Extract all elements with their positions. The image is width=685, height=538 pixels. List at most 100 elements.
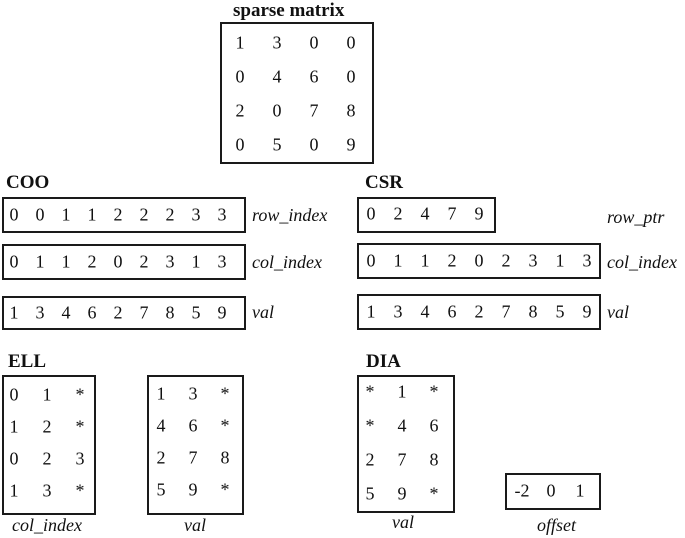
coo-row-index-label: row_index	[252, 205, 328, 225]
dia-val-label: val	[392, 512, 414, 532]
sparse-matrix-cell: 0	[346, 66, 356, 87]
csr-col-index-cell: 2	[447, 250, 457, 271]
coo-row-index-cell: 3	[217, 204, 227, 225]
sparse-matrix-cell: 0	[309, 32, 319, 53]
ell-val-cell: 7	[188, 447, 198, 468]
sparse-matrix-cell: 5	[272, 134, 282, 155]
coo-row-index-cell: 1	[61, 204, 71, 225]
csr-col-index-cell: 1	[393, 250, 403, 271]
csr-col-index-cell: 1	[555, 250, 565, 271]
csr-col-index-cell: 3	[528, 250, 538, 271]
dia-offset-label: offset	[537, 515, 576, 535]
coo-row-index-cell: 1	[87, 204, 97, 225]
sparse-matrix-cell: 0	[272, 100, 282, 121]
dia-val-cell: 9	[397, 483, 407, 504]
csr-col-index-cell: 3	[582, 250, 592, 271]
coo-row-index-cell: 2	[139, 204, 149, 225]
ell-col-index-cell: 2	[42, 448, 52, 469]
coo-val-label: val	[252, 302, 274, 322]
csr-row-ptr-cell: 9	[474, 203, 484, 224]
dia-val-cell: *	[429, 381, 439, 402]
coo-row-index-cell: 2	[113, 204, 123, 225]
dia-val-cell: 4	[397, 415, 407, 436]
coo-val-cell: 3	[35, 302, 45, 323]
csr-val-cell: 1	[366, 301, 376, 322]
coo-val-box	[2, 296, 246, 330]
dia-val-cell: 5	[365, 483, 375, 504]
sparse-matrix-box	[220, 22, 374, 164]
coo-col-index-cell: 1	[61, 251, 71, 272]
ell-col-index-box	[2, 375, 96, 515]
coo-val-cell: 1	[9, 302, 19, 323]
coo-val-cell: 6	[87, 302, 97, 323]
ell-val-cell: 2	[156, 447, 166, 468]
dia-offset-cell: 1	[575, 480, 585, 501]
coo-col-index-cell: 0	[9, 251, 19, 272]
ell-val-cell: 3	[188, 383, 198, 404]
dia-val-box	[357, 375, 455, 513]
ell-col-index-cell: 0	[9, 448, 19, 469]
csr-row-ptr-cell: 0	[366, 203, 376, 224]
sparse-matrix-cell: 7	[309, 100, 319, 121]
coo-col-index-cell: 2	[87, 251, 97, 272]
ell-val-box	[147, 375, 244, 515]
coo-row-index-cell: 0	[9, 204, 19, 225]
ell-title: ELL	[8, 351, 47, 372]
sparse-matrix-cell: 2	[235, 100, 245, 121]
ell-val-cell: 6	[188, 415, 198, 436]
coo-col-index-label: col_index	[252, 252, 322, 272]
coo-val-cell: 5	[191, 302, 201, 323]
dia-val-cell: 6	[429, 415, 439, 436]
csr-title: CSR	[365, 172, 404, 193]
dia-val-cell: 7	[397, 449, 407, 470]
dia-val-cell: 1	[397, 381, 407, 402]
csr-val-cell: 7	[501, 301, 511, 322]
coo-col-index-cell: 1	[191, 251, 201, 272]
ell-col-index-cell: *	[75, 384, 85, 405]
sparse-matrix-cell: 0	[346, 32, 356, 53]
ell-val-cell: 8	[220, 447, 230, 468]
coo-row-index-cell: 3	[191, 204, 201, 225]
coo-row-index-box	[2, 197, 246, 233]
coo-col-index-cell: 0	[113, 251, 123, 272]
dia-val-cell: 2	[365, 449, 375, 470]
sparse-matrix-cell: 8	[346, 100, 356, 121]
ell-col-index-cell: 1	[9, 416, 19, 437]
coo-col-index-cell: 1	[35, 251, 45, 272]
sparse-matrix-cell: 0	[309, 134, 319, 155]
csr-col-index-cell: 0	[366, 250, 376, 271]
sparse-matrix-cell: 1	[235, 32, 245, 53]
ell-col-index-cell: *	[75, 416, 85, 437]
coo-col-index-cell: 2	[139, 251, 149, 272]
csr-val-cell: 3	[393, 301, 403, 322]
coo-val-cell: 8	[165, 302, 175, 323]
csr-col-index-label: col_index	[607, 252, 677, 272]
coo-col-index-cell: 3	[165, 251, 175, 272]
csr-row-ptr-box	[357, 197, 496, 233]
csr-val-cell: 4	[420, 301, 430, 322]
ell-col-index-label: col_index	[12, 515, 82, 535]
csr-col-index-cell: 1	[420, 250, 430, 271]
csr-row-ptr-cell: 7	[447, 203, 457, 224]
coo-val-cell: 9	[217, 302, 227, 323]
ell-col-index-cell: 3	[42, 480, 52, 501]
sparse-matrix-cell: 9	[346, 134, 356, 155]
csr-val-cell: 9	[582, 301, 592, 322]
ell-val-cell: 4	[156, 415, 166, 436]
coo-val-cell: 7	[139, 302, 149, 323]
coo-row-index-cell: 2	[165, 204, 175, 225]
csr-val-cell: 2	[474, 301, 484, 322]
csr-col-index-cell: 2	[501, 250, 511, 271]
coo-col-index-box	[2, 244, 246, 280]
sparse-matrix-cell: 0	[235, 134, 245, 155]
coo-row-index-cell: 0	[35, 204, 45, 225]
dia-title: DIA	[366, 351, 401, 372]
csr-val-box	[357, 294, 601, 330]
csr-row-ptr-cell: 4	[420, 203, 430, 224]
ell-val-label: val	[184, 515, 206, 535]
ell-val-cell: 5	[156, 479, 166, 500]
coo-title: COO	[6, 172, 50, 193]
ell-col-index-cell: 1	[9, 480, 19, 501]
ell-col-index-cell: *	[75, 480, 85, 501]
csr-val-label: val	[607, 302, 629, 322]
